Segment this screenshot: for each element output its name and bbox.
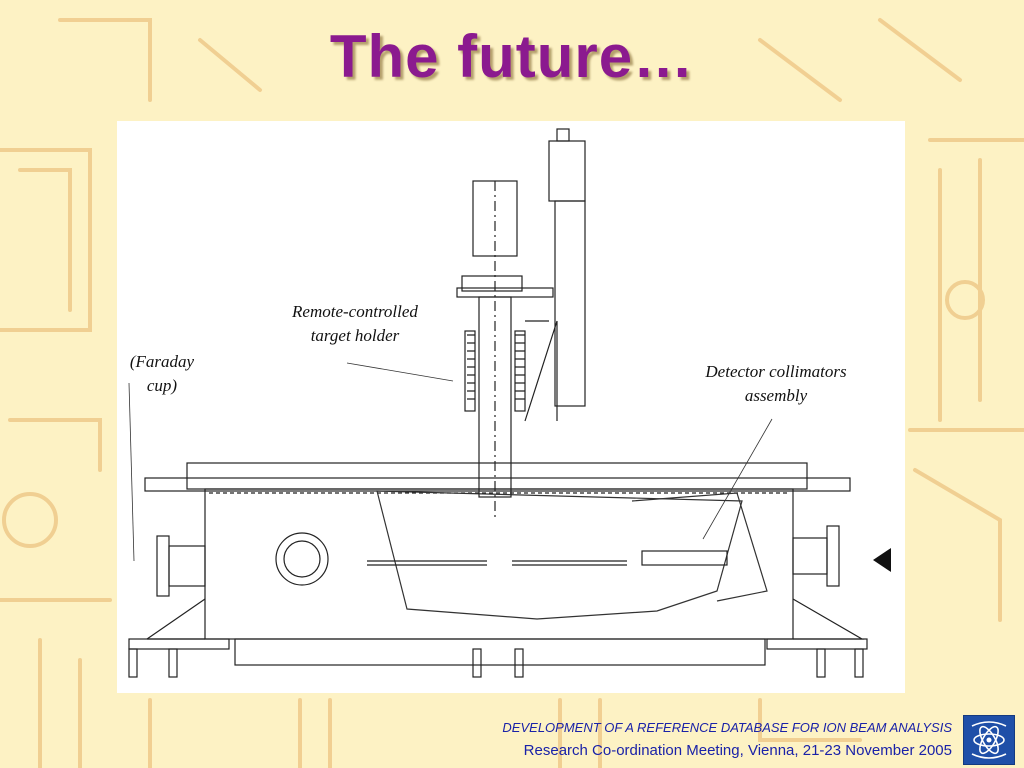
detector-actuator	[548, 140, 586, 202]
label-faraday-cup-line1: (Faraday	[129, 352, 195, 371]
label-faraday-cup-line2: cup)	[146, 376, 178, 395]
scattering-chamber-drawing	[128, 128, 868, 678]
left-port	[156, 535, 170, 597]
top-flange-bar	[186, 462, 808, 490]
footer-meeting-info: Research Co-ordination Meeting, Vienna, …	[523, 742, 952, 759]
chamber-cutaway	[376, 490, 743, 620]
technical-drawing-panel	[117, 121, 905, 693]
right-port	[826, 525, 840, 587]
viewport-flange	[275, 532, 329, 586]
label-faraday-cup: (Faraday cup)	[112, 350, 212, 398]
label-target-holder-line1: Remote-controlled	[292, 302, 418, 321]
label-detector-collimators: Detector collimators assembly	[680, 360, 872, 408]
label-target-holder-line2: target holder	[310, 326, 400, 345]
detector-collimator	[641, 550, 728, 566]
label-detector-line1: Detector collimators	[705, 362, 847, 381]
iaea-atom-logo-icon	[963, 715, 1015, 765]
beam-direction-arrow-icon	[873, 548, 891, 572]
footer-project-title: DEVELOPMENT OF A REFERENCE DATABASE FOR …	[502, 720, 952, 735]
chamber-base	[234, 638, 766, 666]
slide-title: The future…	[329, 23, 695, 90]
label-detector-line2: assembly	[744, 386, 808, 405]
label-target-holder: Remote-controlled target holder	[270, 300, 440, 348]
